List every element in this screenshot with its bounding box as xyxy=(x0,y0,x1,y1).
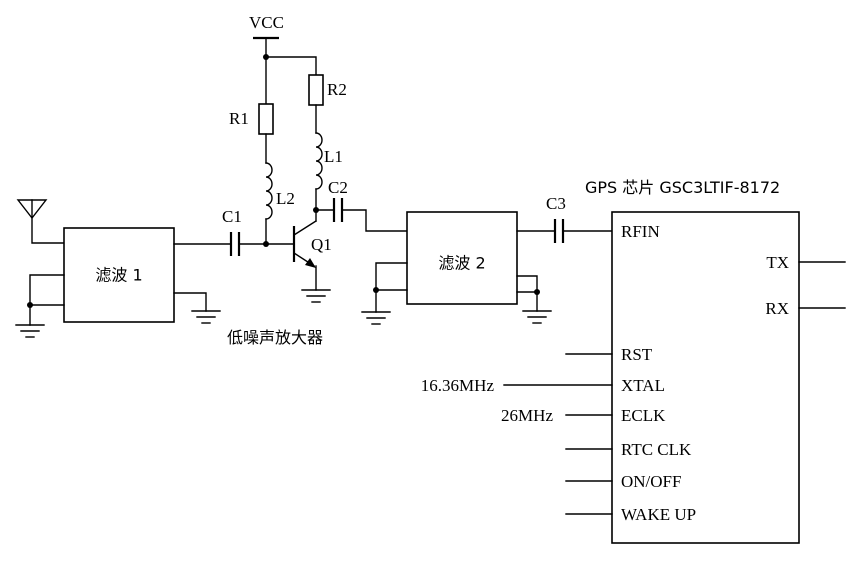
pin-tx-label: TX xyxy=(766,253,789,272)
filter-2-right-ground xyxy=(516,275,552,324)
filter-1-block: 滤波 1 xyxy=(63,227,175,323)
chip-title: GPS 芯片 GSC3LTIF-8172 xyxy=(585,178,780,197)
xtal-frequency: 16.36MHz xyxy=(421,376,495,395)
capacitor-c2: C2 xyxy=(315,178,408,232)
pin-rtc-clk-label: RTC CLK xyxy=(621,440,692,459)
filter-2-left-ground xyxy=(361,262,408,325)
r2-label: R2 xyxy=(327,80,347,99)
inductor-l1: L1 xyxy=(313,132,343,213)
filter-2-block: 滤波 2 xyxy=(406,211,518,305)
q1-label: Q1 xyxy=(311,235,332,254)
pin-rx-label: RX xyxy=(765,299,789,318)
l1-label: L1 xyxy=(324,147,343,166)
pin-wake-up-label: WAKE UP xyxy=(621,505,696,524)
resistor-r2: R2 xyxy=(308,74,347,134)
r1-label: R1 xyxy=(229,109,249,128)
c3-label: C3 xyxy=(546,194,566,213)
filter-1-label: 滤波 1 xyxy=(95,266,142,285)
filter-2-label: 滤波 2 xyxy=(438,254,485,273)
pin-rfin-label: RFIN xyxy=(621,222,660,241)
pin-rst-label: RST xyxy=(621,345,653,364)
pin-on-off-label: ON/OFF xyxy=(621,472,681,491)
gps-chip-block xyxy=(611,211,800,544)
vcc-rail xyxy=(263,54,317,76)
c2-label: C2 xyxy=(328,178,348,197)
resistor-r1: R1 xyxy=(229,56,274,164)
filter-1-right-ground xyxy=(173,292,221,324)
antenna-icon xyxy=(16,199,65,244)
eclk-frequency: 26MHz xyxy=(501,406,553,425)
l2-label: L2 xyxy=(276,189,295,208)
pin-eclk-label: ECLK xyxy=(621,406,666,425)
lna-label: 低噪声放大器 xyxy=(227,328,323,347)
capacitor-c3: C3 xyxy=(516,194,613,243)
c1-label: C1 xyxy=(222,207,242,226)
vcc-label: VCC xyxy=(249,13,284,32)
capacitor-c1: C1 xyxy=(173,207,266,256)
filter-1-left-ground xyxy=(15,274,65,338)
inductor-l2: L2 xyxy=(263,162,295,247)
vcc-terminal: VCC xyxy=(249,13,284,58)
transistor-q1: Q1 xyxy=(265,209,332,303)
pin-xtal-label: XTAL xyxy=(621,376,665,395)
